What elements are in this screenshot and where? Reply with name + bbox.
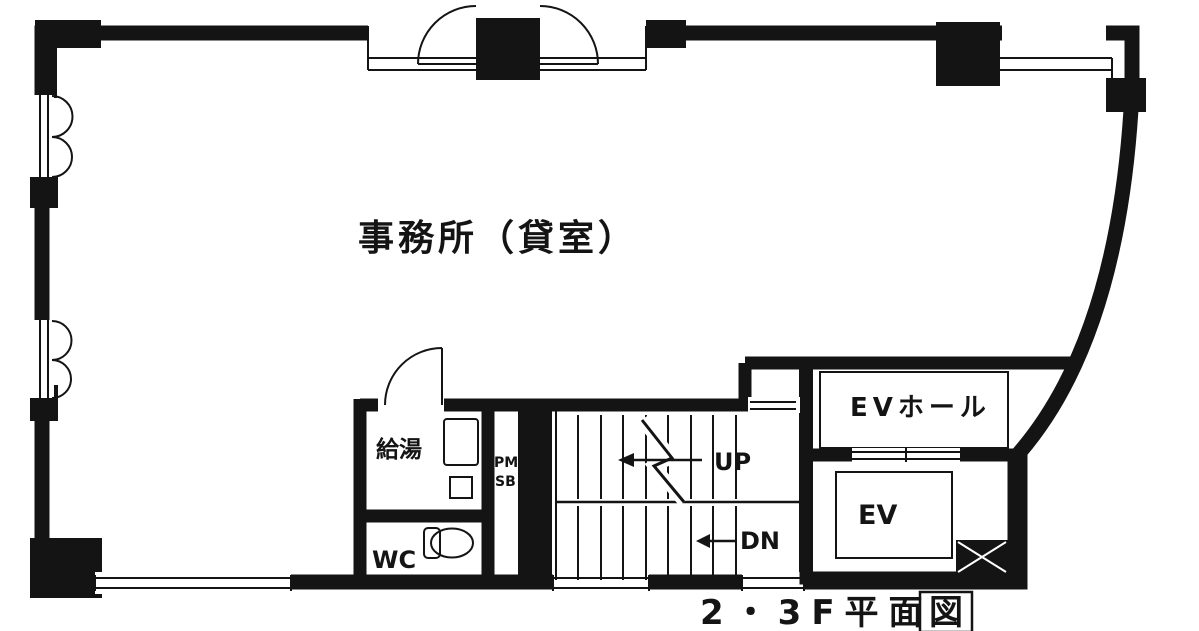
window-bottom-left-opening: [95, 572, 291, 594]
kitchenette-door-arc: [384, 347, 443, 406]
ev-corner-hatch: [957, 541, 1007, 573]
toilet-bowl: [430, 527, 474, 559]
window-top-right-lines: [997, 33, 1113, 80]
caption-boxed-char: 図: [929, 593, 963, 631]
stair-hall-door-lines: [750, 401, 796, 410]
entrance-door-arc-left: [417, 5, 477, 65]
stair-break-symbol: [640, 419, 686, 503]
ev-car-outline: [835, 471, 953, 559]
column-corner-right: [1106, 78, 1146, 112]
column-bottom-left: [30, 538, 102, 598]
outer-wall-outline: [34, 25, 1140, 590]
openings: [28, 5, 1113, 594]
window-left-lower-arcs: [51, 320, 73, 399]
entrance-door-arc-right: [539, 5, 599, 65]
ev-hall-label: EVホール: [850, 393, 991, 423]
column-top-right: [936, 22, 1000, 86]
down-arrow-head-icon: [696, 534, 710, 548]
kitchenette-sink: [449, 476, 473, 499]
caption: 2・3F平面 図: [700, 590, 974, 631]
pipe-shaft-label-line2: SB: [495, 474, 516, 490]
window-top-right-opening: [1002, 16, 1106, 54]
column-top-mid: [646, 20, 686, 48]
wc-label: WC: [372, 546, 416, 574]
entrance-center-block: [476, 18, 540, 80]
outer-wall: [34, 25, 1140, 590]
window-bottom-right-opening: [742, 572, 804, 594]
kitchenette-label: 給湯: [376, 436, 422, 463]
kitchenette-counter: [443, 418, 479, 466]
window-left-lower-lines: [39, 320, 49, 398]
stairs-up-label: UP: [714, 448, 751, 476]
toilet-tank: [423, 527, 441, 559]
fixtures: [423, 418, 479, 559]
caption-text: 2・3F平面: [700, 593, 933, 631]
ev-door-lines: [852, 448, 960, 462]
pipe-shaft-label-line1: PM: [494, 455, 518, 471]
elevator-label: EV: [858, 500, 897, 531]
window-bottom-right-lines: [741, 575, 805, 591]
staircase: [555, 410, 804, 580]
stairs-down-label: DN: [740, 527, 780, 555]
stair-treads-upper: [577, 415, 737, 499]
stair-hall-door-opening: [748, 397, 800, 413]
kitchenette-door-opening: [378, 396, 444, 414]
window-left-upper-lines: [39, 95, 49, 177]
stair-treads-lower: [577, 506, 737, 580]
caption-box: [918, 590, 974, 631]
shaft-wall-band: [518, 399, 552, 582]
elevator-area: [799, 371, 1021, 585]
column-left-upper: [35, 20, 57, 98]
labels: 事務所（貸室） 給湯 WC PM SB UP DN EVホール EV: [358, 218, 991, 574]
window-bottom-left-lines: [94, 575, 292, 591]
office-label: 事務所（貸室）: [358, 218, 638, 259]
window-left-upper-arcs: [51, 95, 74, 178]
column-left-mid: [30, 176, 58, 208]
structural-columns: [30, 18, 1146, 598]
up-arrow-head-icon: [618, 453, 634, 467]
